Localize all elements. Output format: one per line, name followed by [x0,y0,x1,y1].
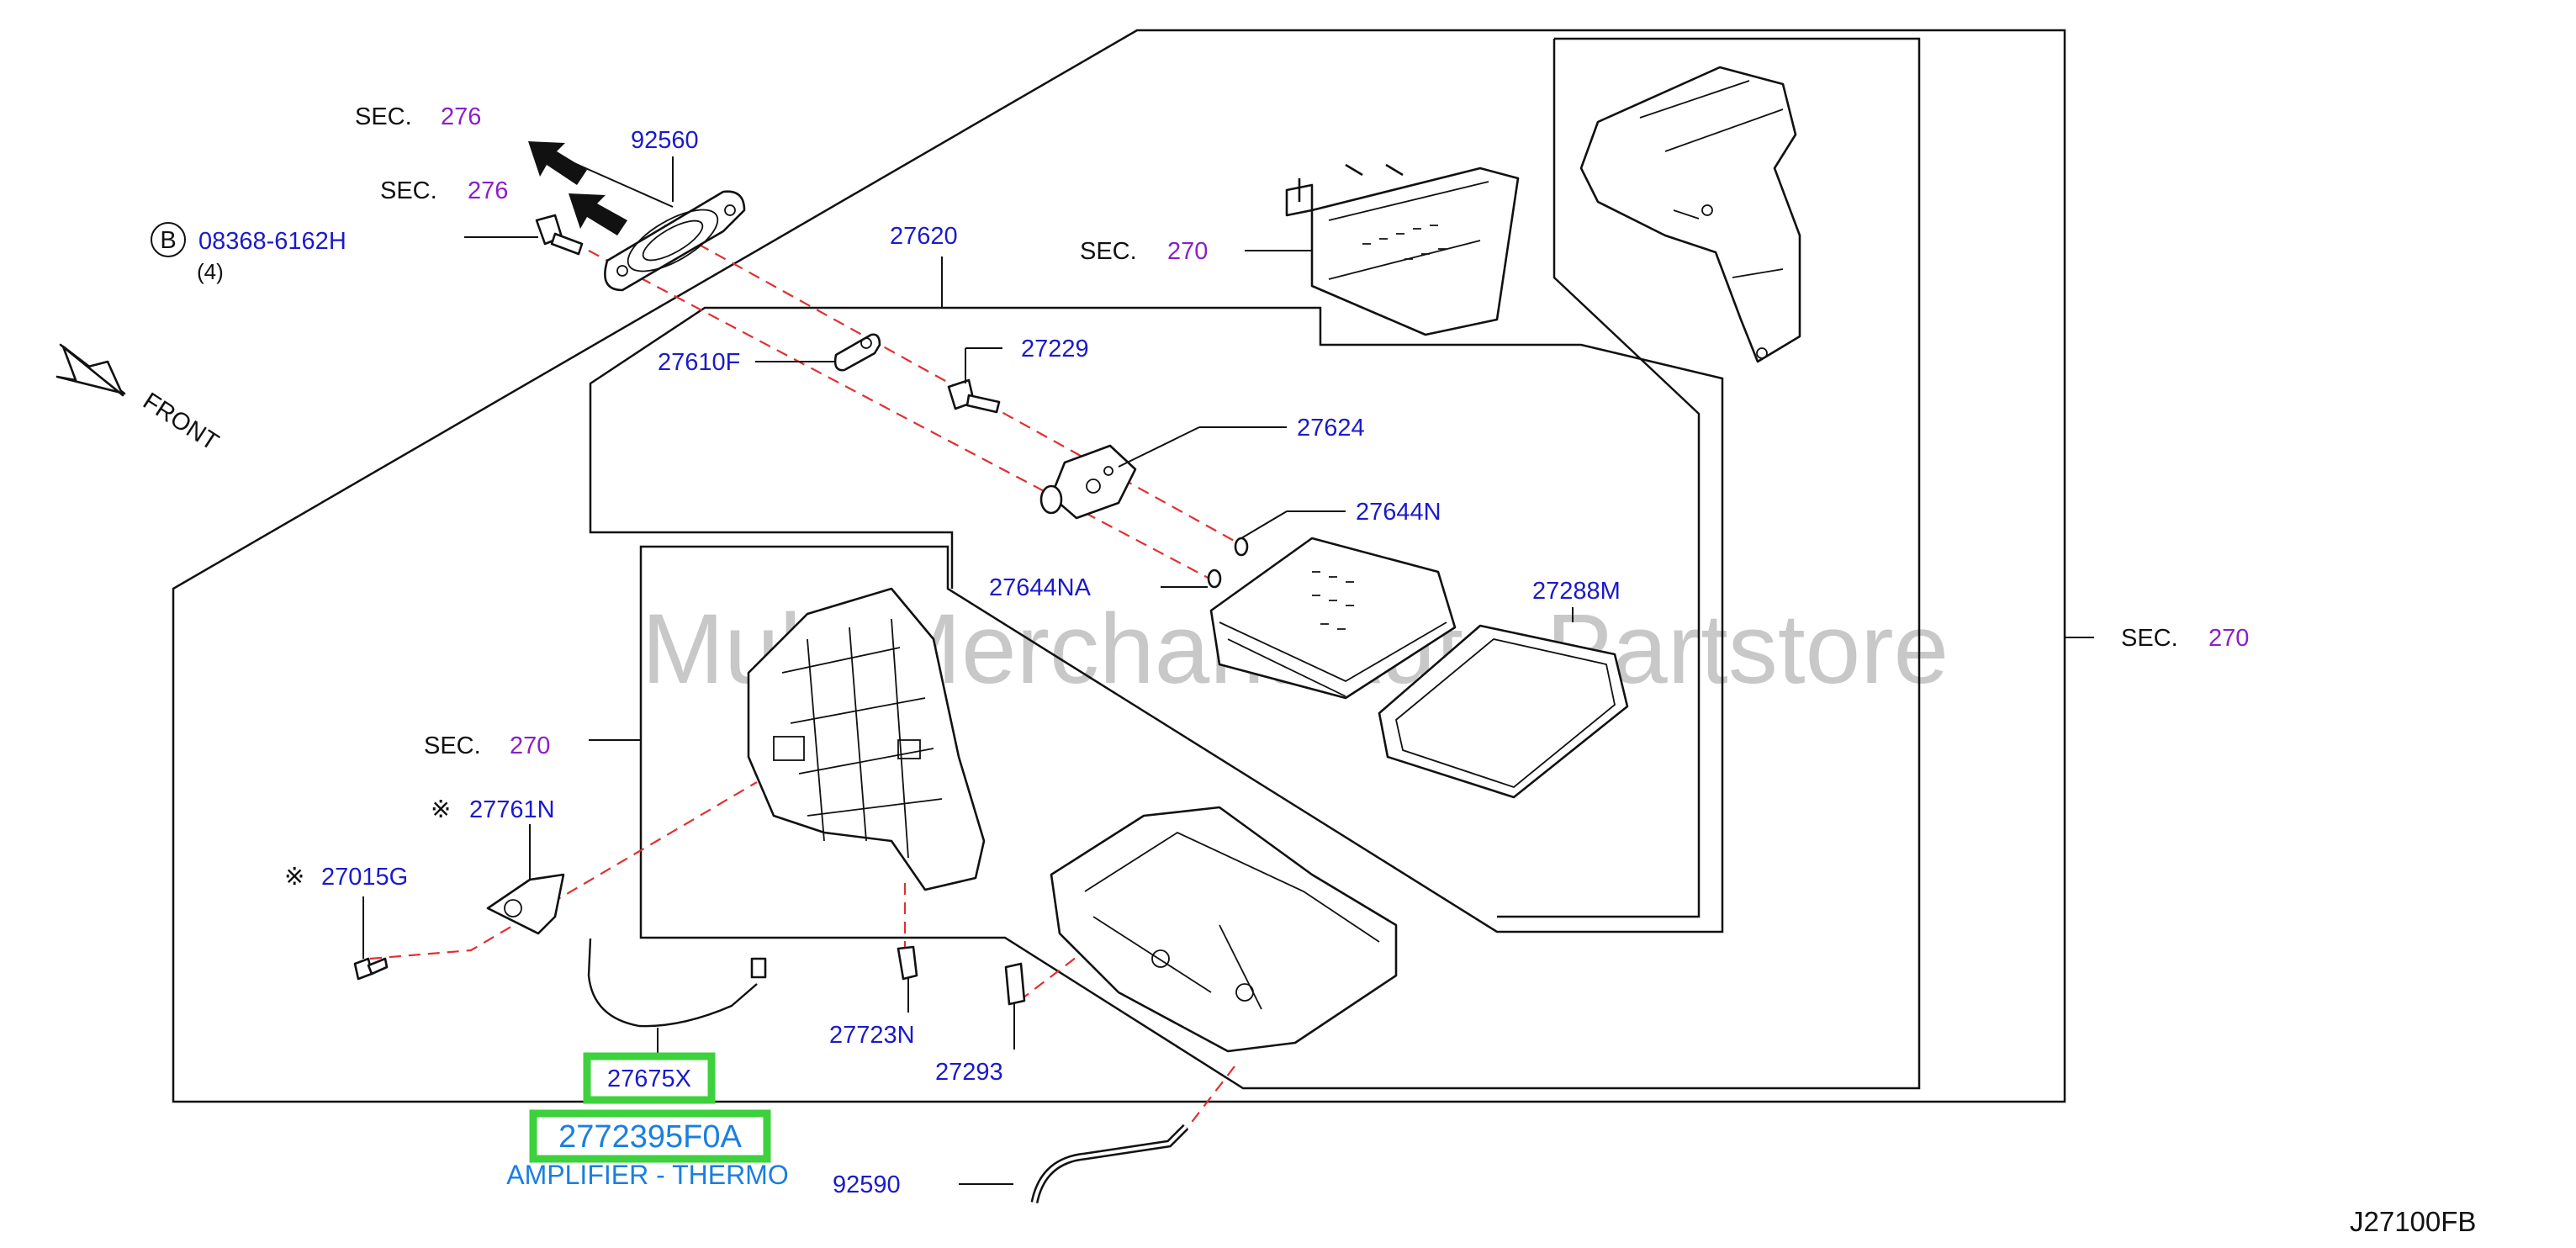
part-27644n-link[interactable]: 27644N [1356,499,1441,526]
highlight-box-part-number [529,1109,771,1163]
highlight-box-27675x [583,1052,716,1104]
bolt-b-marker: B [160,227,176,254]
lower-case [1050,806,1398,1053]
diagram-code: J27100FB [2350,1206,2476,1237]
highlighted-part-description: AMPLIFIER - THERMO [506,1160,788,1190]
guide-line-lower [588,250,1214,581]
bolt-08368-icon [535,214,584,256]
sec-276-top-link[interactable]: 276 [441,103,481,130]
sec-270-right-prefix: SEC. [2121,625,2178,652]
sec-270-heater-link[interactable]: 270 [1167,238,1208,265]
evaporator [1209,537,1457,700]
part-27293-link[interactable]: 27293 [935,1059,1003,1086]
thermo-amplifier-wire [587,938,767,1028]
heater-core [1285,163,1520,336]
arrow-to-sec276-mid-icon [569,193,627,235]
screw-27229 [947,378,1001,414]
bolt-qty: (4) [197,259,224,284]
duct-housing-top [1579,66,1801,363]
seal-27644n [1234,537,1249,557]
guide-line-thermo [369,781,758,960]
seal-27644na [1207,568,1222,589]
part-27229-link[interactable]: 27229 [1021,336,1089,362]
leader-27624 [1118,426,1200,468]
front-label: FRONT [138,388,223,456]
part-27761n-link[interactable]: 27761N [469,796,555,823]
sec-270-case-link[interactable]: 270 [510,732,550,759]
part-27288m-link[interactable]: 27288M [1532,578,1621,605]
sec-270-right-link[interactable]: 270 [2208,625,2249,652]
sec-276-mid-link[interactable]: 276 [468,177,508,204]
arrow-to-sec276-top-icon [528,141,587,185]
highlighted-part-number[interactable]: 2772395F0A [558,1119,742,1155]
clip-27610f [833,333,881,372]
clip-27293 [1004,962,1026,1006]
outer-frame [172,29,2066,1103]
part-08368-link[interactable]: 08368-6162H [198,228,346,255]
grommet-92560 [604,190,746,292]
leader-27644n [1240,510,1288,539]
leader-92560-arrow [537,146,674,208]
front-arrow-icon [56,343,126,397]
part-92590-link[interactable]: 92590 [833,1171,901,1198]
optional-mark-27015g: ※ [284,864,304,891]
guide-line-92590 [1181,1066,1235,1136]
heater-case [747,587,986,891]
heater-box [1497,39,1701,918]
actuator-27624 [1039,444,1137,520]
screw-27015g [353,957,389,981]
sensor-27761n [486,873,565,935]
sec-270-case-prefix: SEC. [424,732,481,759]
part-27624-link[interactable]: 27624 [1297,415,1365,442]
clip-27723n [897,945,918,981]
inner-frame [589,37,1921,1090]
part-27620-link[interactable]: 27620 [890,223,958,250]
part-27015g-link[interactable]: 27015G [321,864,408,891]
sec-270-heater-prefix: SEC. [1080,238,1137,265]
drain-hose-92590 [1030,1124,1189,1203]
part-27675x-link[interactable]: 27675X [607,1066,691,1092]
sec-276-top-prefix: SEC. [355,103,412,130]
part-27644na-link[interactable]: 27644NA [989,574,1092,601]
part-27610f-link[interactable]: 27610F [658,349,740,376]
optional-mark-27761n: ※ [431,796,451,823]
bolt-b-marker-icon: B [151,222,186,257]
seal-27288m [1378,624,1629,799]
part-27723n-link[interactable]: 27723N [829,1022,915,1049]
part-92560-link[interactable]: 92560 [631,127,699,154]
sec-276-mid-prefix: SEC. [380,177,437,204]
